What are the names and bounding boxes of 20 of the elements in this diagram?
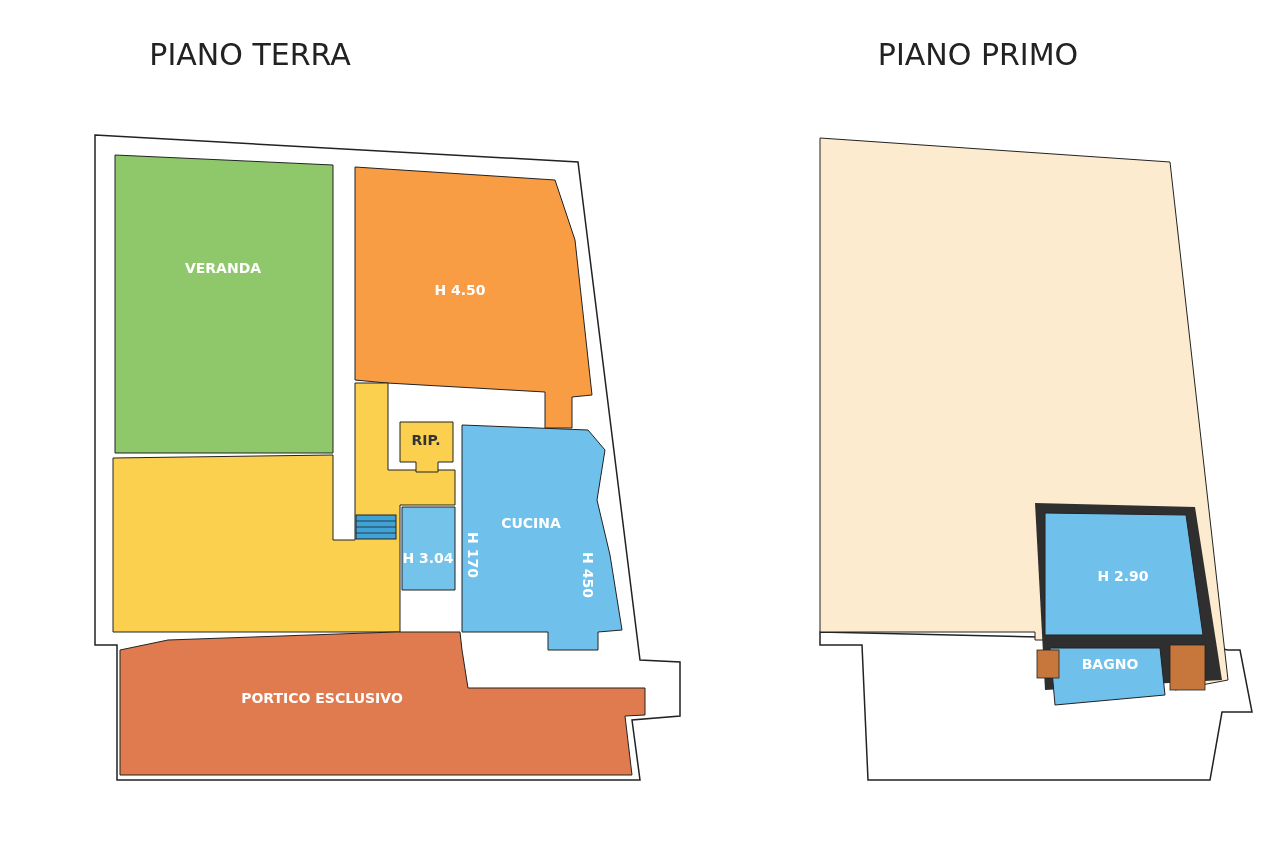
room-label: BAGNO bbox=[1081, 656, 1139, 672]
room-label: H 3.04 bbox=[402, 550, 454, 566]
room-area bbox=[114, 154, 334, 454]
room-area bbox=[399, 421, 454, 473]
room-area bbox=[112, 382, 456, 633]
floor-heading: PIANO PRIMO bbox=[877, 36, 1079, 72]
room-label: H 4.50 bbox=[434, 282, 486, 298]
room-area bbox=[819, 137, 1229, 691]
room-area bbox=[119, 631, 646, 776]
room-label: H 450 bbox=[580, 552, 596, 598]
room-label: H 170 bbox=[465, 532, 481, 578]
room-label: RIP. bbox=[411, 432, 441, 448]
room-area bbox=[461, 424, 623, 651]
room-area bbox=[401, 506, 456, 591]
floor-heading: PIANO TERRA bbox=[149, 36, 351, 72]
room-label: CUCINA bbox=[501, 515, 561, 531]
room-label: PORTICO ESCLUSIVO bbox=[241, 690, 403, 706]
room-label: VERANDA bbox=[184, 260, 262, 276]
room-label: H 2.90 bbox=[1097, 568, 1149, 584]
room-area bbox=[354, 166, 593, 429]
